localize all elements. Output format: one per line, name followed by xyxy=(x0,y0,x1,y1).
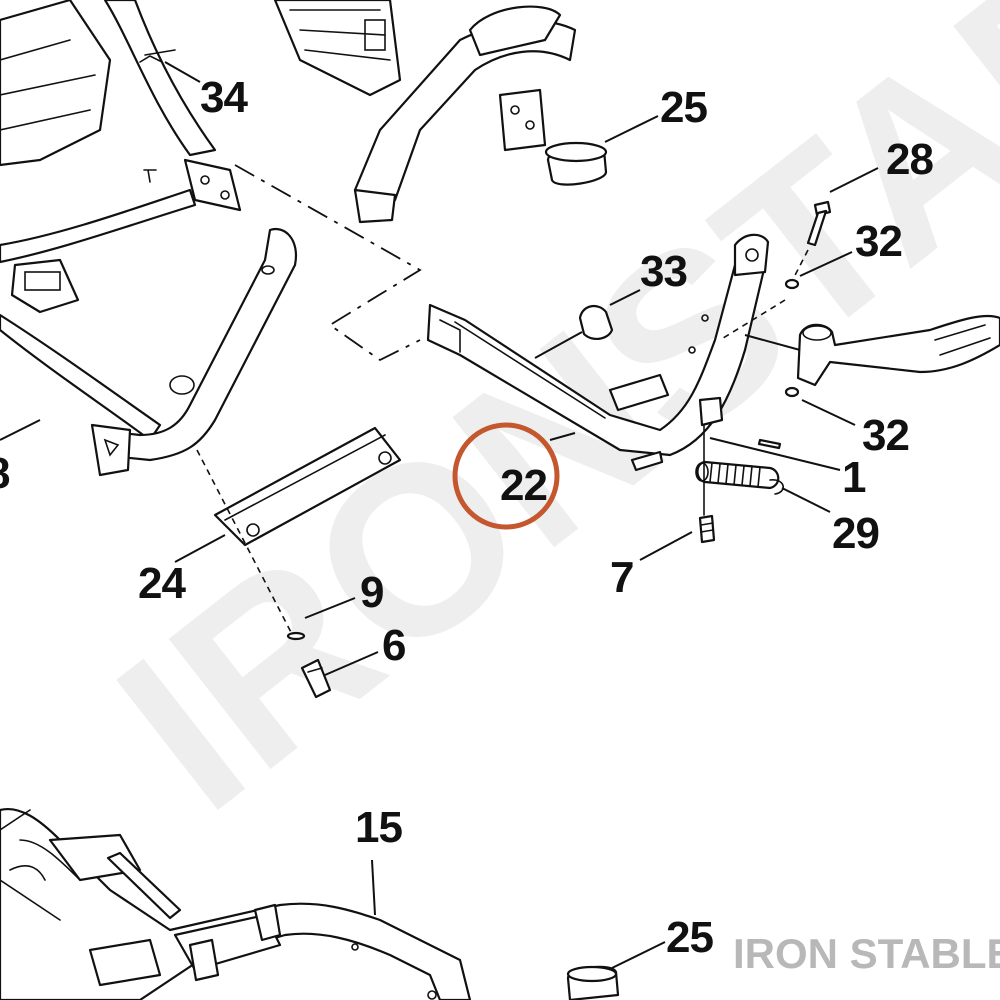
callout-25-upper: 25 xyxy=(660,83,707,132)
part-6-bolt xyxy=(300,658,332,699)
part-24-bracket xyxy=(213,426,402,547)
callout-28: 28 xyxy=(886,135,933,184)
part-33-bumper xyxy=(578,304,614,340)
part-29-spring xyxy=(695,460,784,495)
part-left-stand xyxy=(90,227,298,477)
leader-lines xyxy=(0,61,879,969)
centerline-bolt xyxy=(196,449,296,641)
callout-24: 24 xyxy=(138,559,186,608)
callout-15: 15 xyxy=(355,803,402,852)
phantom-outline xyxy=(234,164,422,362)
part-32-washer-top xyxy=(784,278,800,290)
part-9-washer xyxy=(286,631,306,641)
part-foot-lever xyxy=(796,314,1000,387)
callout-7: 7 xyxy=(610,553,633,602)
part-22-side-stand xyxy=(426,233,770,472)
callout-1: 1 xyxy=(842,453,866,502)
frame-upper-center xyxy=(273,0,577,224)
part-1-pin xyxy=(757,438,782,450)
part-25-bushing-lower xyxy=(566,965,620,1000)
callout-9: 9 xyxy=(360,568,383,617)
centerline-pivot xyxy=(719,299,786,341)
callout-32-lower: 32 xyxy=(862,411,909,460)
callout-labels: 34 25 28 32 33 32 1 22 29 7 24 9 6 8 15 … xyxy=(0,73,934,962)
callout-25-lower: 25 xyxy=(666,913,713,962)
frame-upper-left xyxy=(0,0,242,442)
callout-29: 29 xyxy=(832,509,879,558)
part-25-bushing-upper xyxy=(544,141,608,186)
callout-33: 33 xyxy=(640,247,687,296)
callout-22: 22 xyxy=(500,461,547,510)
part-28-pin xyxy=(806,200,832,247)
callout-8-partial: 8 xyxy=(0,449,10,498)
callout-6: 6 xyxy=(382,621,405,670)
part-32-washer-bottom xyxy=(784,386,800,398)
part-7-stud xyxy=(698,514,716,544)
callout-34: 34 xyxy=(200,73,248,122)
highlight-circle-22 xyxy=(452,422,560,530)
callout-32-upper: 32 xyxy=(855,217,902,266)
brand-label: IRON STABLE xyxy=(733,930,1000,977)
part-15-frame xyxy=(0,807,472,1000)
